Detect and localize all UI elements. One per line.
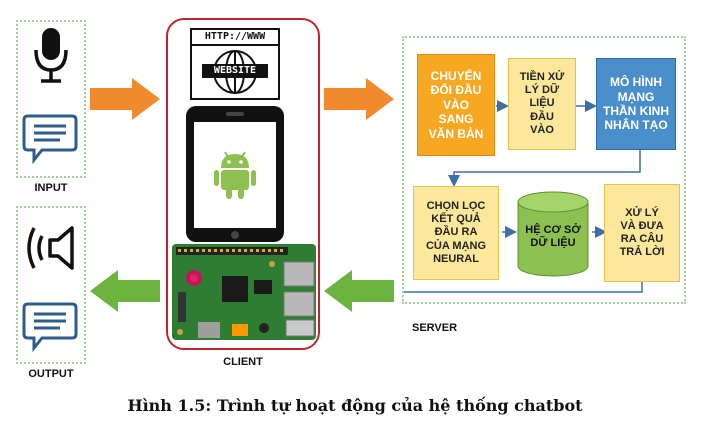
android-icon [213,150,257,200]
client-to-output-arrow [90,270,160,312]
model-line: MẠNG [617,89,655,104]
preprocess-line: TIỀN XỬ [519,71,565,84]
client-label: CLIENT [223,356,263,368]
convert-line: ĐỔI ĐẦU [430,83,482,98]
convert-to-text-box: CHUYỂN ĐỔI ĐẦU VÀO SANG VĂN BẢN [417,54,495,156]
client-frame [166,18,320,350]
server-flow-connectors [402,36,686,304]
respond-box: XỬ LÝ VÀ ĐƯA RA CÂU TRẢ LỜI [604,184,680,282]
website-icon [190,28,280,100]
input-to-client-arrow [90,78,160,120]
preprocess-line: ĐẦU [530,110,554,123]
output-panel [16,206,86,364]
select-line: NEURAL [433,252,479,265]
convert-line: VĂN BẢN [428,126,484,141]
raspberry-pi-board [172,244,316,340]
select-line: KẾT QUẢ [431,213,481,226]
respond-line: TRẢ LỜI [619,246,665,259]
convert-line: SANG [438,112,474,127]
select-line: CỦA MẠNG [425,239,487,252]
server-to-client-arrow [324,270,394,312]
server-label: SERVER [412,322,458,334]
select-output-box: CHỌN LỌC KẾT QUẢ ĐẦU RA CỦA MẠNG NEURAL [413,186,499,280]
preprocess-line: LIỆU [529,97,555,110]
select-line: CHỌN LỌC [426,200,486,213]
input-panel [16,20,86,178]
output-label: OUTPUT [28,368,74,380]
convert-line: CHUYỂN [430,69,482,84]
website-badge-text: WEBSITE [213,65,257,76]
figure-caption: Hình 1.5: Trình tự hoạt động của hệ thốn… [127,396,583,415]
client-to-server-arrow [324,78,394,120]
chat-bubble-icon [22,112,78,166]
database-cylinder [516,190,590,278]
model-line: THẦN KINH [603,104,669,118]
database-line: DỮ LIỆU [530,237,576,249]
speaker-icon [20,220,80,276]
website-url-text: HTTP://WWW [204,31,266,42]
model-line: NHÂN TẠO [604,118,668,133]
microphone-icon [28,26,74,86]
neural-model-box: MÔ HÌNH MẠNG THẦN KINH NHÂN TẠO [596,58,676,150]
convert-line: VÀO [442,97,469,112]
select-line: ĐẦU RA [434,226,478,239]
chat-bubble-icon [22,300,78,354]
database-label: HỆ CƠ SỞ DỮ LIỆU [516,206,590,268]
respond-line: VÀ ĐƯA [620,219,664,232]
respond-line: RA CÂU [620,233,664,245]
database-line: HỆ CƠ SỞ [525,223,581,236]
preprocess-line: LÝ DỮ [524,84,560,97]
respond-line: XỬ LÝ [625,206,659,219]
preprocess-box: TIỀN XỬ LÝ DỮ LIỆU ĐẦU VÀO [508,58,576,150]
input-label: INPUT [34,182,68,194]
preprocess-line: VÀO [530,123,554,136]
server-panel [402,36,686,304]
model-line: MÔ HÌNH [610,75,662,90]
